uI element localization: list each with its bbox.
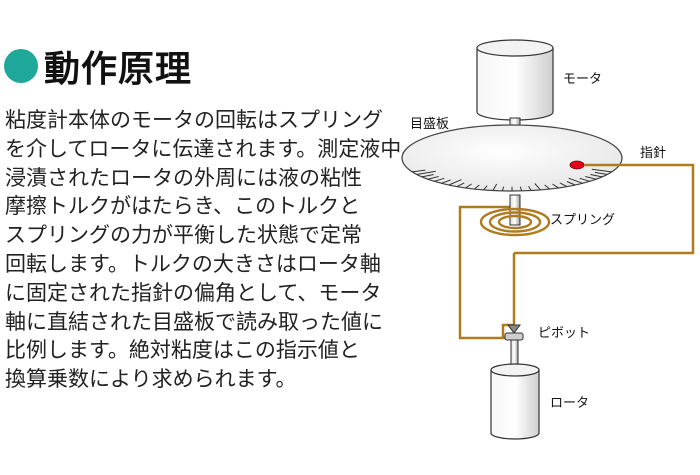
pivot (504, 324, 524, 341)
dial-tick (427, 176, 439, 180)
dial-tick (534, 183, 541, 191)
pivot-label: ピボット (538, 326, 590, 341)
text-line: 浸漬されたロータの外周には液の粘性 (5, 165, 362, 190)
text-line: に固定された指針の偏角として、モータ (5, 280, 382, 305)
text-line: を介してロータに伝達されます。測定液中、 (5, 136, 423, 161)
text-line: 換算乗数により求められます。 (5, 367, 297, 392)
dial-tick (544, 184, 550, 190)
dial-tick (474, 184, 480, 190)
dial-tick (591, 168, 612, 173)
dial-tick (590, 174, 603, 178)
dial-tick (421, 174, 434, 178)
description-text: 粘度計本体のモータの回転はスプリング を介してロータに伝達されます。測定液中、 … (5, 106, 423, 394)
dial-tick (441, 179, 451, 184)
section-heading: 動作原理 (4, 40, 192, 92)
text-line: 回転します。トルクの大きさはロータ軸 (5, 251, 381, 276)
dial-tick (412, 169, 426, 173)
text-line: スプリングの力が平衡した状態で定常 (5, 223, 362, 248)
dial-tick (519, 186, 523, 192)
page-title: 動作原理 (44, 49, 193, 90)
dial-tick (585, 176, 597, 180)
dial-tick (492, 183, 498, 191)
text-line: 摩擦トルクがはたらき、このトルクと (5, 194, 361, 219)
dial-tick (528, 186, 532, 191)
text-line: 粘度計本体のモータの回転はスプリング (5, 108, 383, 132)
text-line: 軸に直結された目盛板で読み取った値に (5, 309, 383, 334)
spring (479, 207, 551, 237)
linkage (458, 163, 695, 340)
motor-label: モータ (563, 72, 602, 87)
spring-label: スプリング (550, 213, 615, 228)
dial-tick (559, 182, 568, 188)
pointer-label: 指針 (640, 146, 666, 161)
motor (476, 39, 554, 121)
pointer-mark (569, 160, 585, 170)
bullet-circle-icon (4, 49, 38, 83)
rotor-label: ロータ (550, 396, 589, 411)
dial-tick (501, 186, 505, 192)
dial-tick (568, 177, 583, 184)
dial-tick (448, 179, 462, 186)
dial-tick (566, 181, 576, 186)
dial-tick (465, 183, 472, 189)
dial-tick (434, 177, 445, 182)
dial-plate (401, 124, 623, 192)
text-line: 比例します。絶対粘度はこの指示値と (5, 338, 360, 363)
dial-tick (552, 183, 559, 189)
rotor (490, 363, 540, 440)
dial-label: 目盛板 (410, 117, 449, 132)
dial-tick (483, 185, 488, 191)
dial-tick (456, 182, 465, 188)
dial-scale-ticks (412, 168, 612, 192)
dial-tick (579, 177, 590, 182)
dial-tick (594, 171, 608, 175)
dial-tick (416, 170, 436, 175)
